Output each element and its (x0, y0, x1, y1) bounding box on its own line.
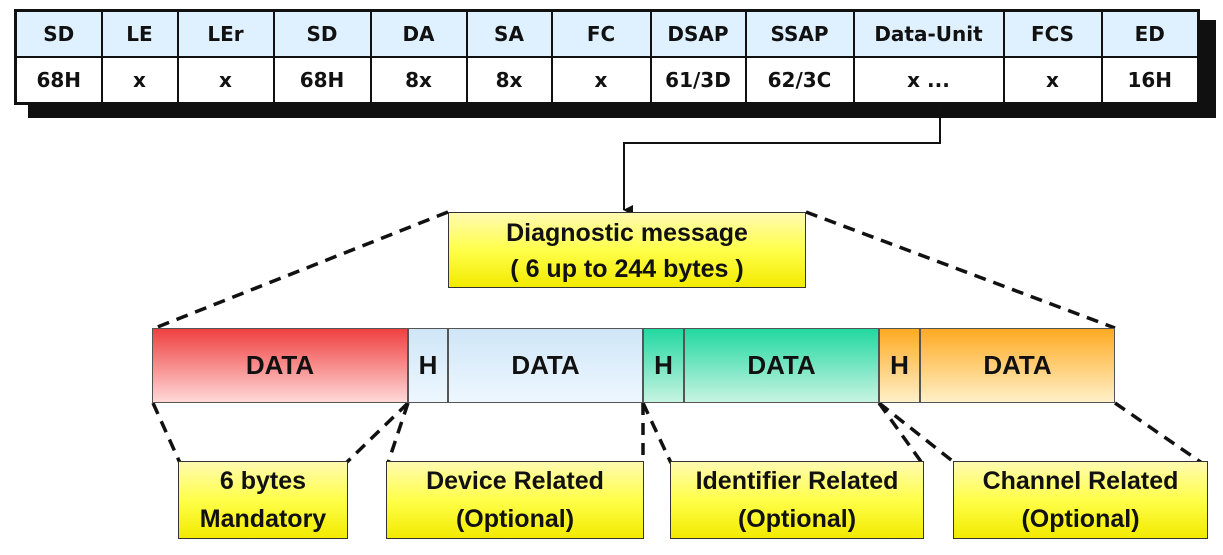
label-identifier-line2: (Optional) (737, 505, 857, 533)
label-mandatory-line2: Mandatory (199, 505, 327, 533)
value-cell-ler: x (176, 56, 275, 105)
segment-header-channel: H (879, 328, 920, 403)
label-identifier-line1: Identifier Related (695, 467, 899, 495)
label-channel-line2: (Optional) (1021, 505, 1140, 533)
value-cell-fc: x (550, 56, 652, 105)
label-channel-line1: Channel Related (982, 467, 1179, 495)
header-cell-fcs: FCS (1002, 9, 1103, 58)
profibus-frame-table: SD LE LEr SD DA SA FC DSAP SSAP Data-Uni… (14, 9, 1200, 105)
header-cell-ssap: SSAP (744, 9, 855, 58)
dashed-line-diag-left (154, 210, 449, 330)
value-cell-le: x (100, 56, 179, 105)
header-cell-fc: FC (550, 9, 652, 58)
header-cell-sa: SA (465, 9, 553, 58)
dashed-line-mandatory-left (151, 402, 182, 464)
segment-data-channel: DATA (920, 328, 1115, 403)
label-mandatory: 6 bytes Mandatory (178, 461, 348, 539)
header-cell-dsap: DSAP (649, 9, 747, 58)
segment-header-identifier: H (643, 328, 684, 403)
dashed-line-identifier-right (877, 401, 924, 465)
value-cell-fcs: x (1002, 56, 1103, 105)
segment-header-device: H (408, 328, 448, 403)
label-device-line2: (Optional) (455, 505, 575, 533)
label-channel-related: Channel Related (Optional) (953, 461, 1208, 539)
value-cell-sa: 8x (465, 56, 553, 105)
dashed-line-identifier-left (641, 402, 673, 464)
dashed-line-device-left (386, 402, 410, 464)
header-cell-sd2: SD (272, 9, 372, 58)
value-cell-ed: 16H (1100, 56, 1200, 105)
label-identifier-related: Identifier Related (Optional) (670, 461, 924, 539)
diagnostic-size: ( 6 up to 244 bytes ) (510, 255, 744, 283)
header-cell-data-unit: Data-Unit (852, 9, 1005, 58)
diagnostic-message-box: Diagnostic message ( 6 up to 244 bytes ) (448, 212, 806, 288)
dashed-line-mandatory-right (344, 401, 410, 465)
diagnostic-title: Diagnostic message (506, 219, 748, 247)
value-cell-sd: 68H (14, 56, 103, 105)
header-cell-ed: ED (1100, 9, 1200, 58)
segment-data-identifier: DATA (684, 328, 879, 403)
frame-value-row: 68H x x 68H 8x 8x x 61/3D 62/3C x ... x … (14, 56, 1200, 105)
segment-data-mandatory: DATA (152, 328, 408, 403)
segment-data-device: DATA (448, 328, 643, 403)
value-cell-data-unit: x ... (852, 56, 1005, 105)
header-cell-ler: LEr (176, 9, 275, 58)
value-cell-da: 8x (369, 56, 468, 105)
value-cell-dsap: 61/3D (649, 56, 747, 105)
label-device-related: Device Related (Optional) (386, 461, 644, 539)
header-cell-le: LE (100, 9, 179, 58)
dashed-line-channel-right (1114, 401, 1203, 465)
label-device-line1: Device Related (426, 467, 604, 495)
dashed-line-diag-right (805, 210, 1116, 330)
data-unit-arrow (623, 104, 941, 215)
frame-header-row: SD LE LEr SD DA SA FC DSAP SSAP Data-Uni… (14, 9, 1200, 58)
dashed-line-channel-left (877, 401, 957, 465)
value-cell-ssap: 62/3C (744, 56, 855, 105)
header-cell-da: DA (369, 9, 468, 58)
value-cell-sd2: 68H (272, 56, 372, 105)
header-cell-sd: SD (14, 9, 103, 58)
label-mandatory-line1: 6 bytes (219, 467, 307, 495)
